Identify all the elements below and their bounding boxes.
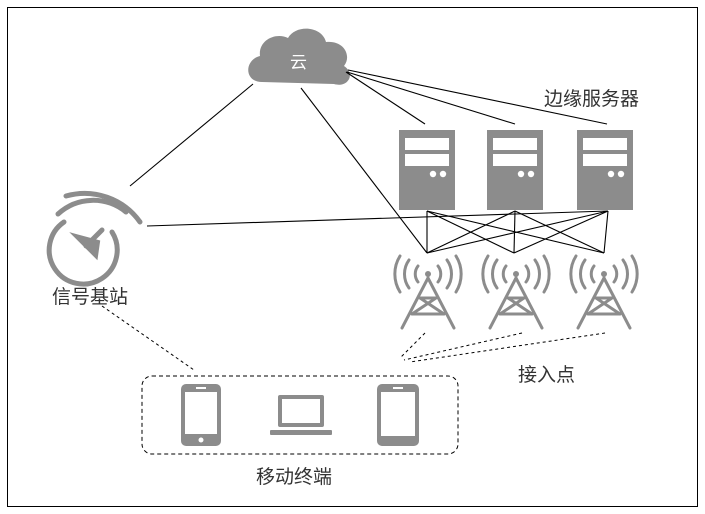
link-base-station-servers (146, 210, 609, 227)
diagram-border (7, 7, 698, 507)
link-cloud-base-station (129, 83, 254, 187)
antenna-tower-icon (569, 254, 639, 330)
server-icon (487, 130, 543, 210)
satellite-dish-icon (46, 190, 143, 287)
antenna-tower-icon (481, 254, 551, 330)
link-cloud-server-3 (347, 69, 608, 125)
cloud-label: 云 (290, 53, 307, 73)
cloud-icon (248, 28, 350, 85)
laptop-icon (270, 395, 332, 435)
mobile-terminal-label: 移动终端 (256, 466, 333, 488)
link-cloud-server-1 (345, 71, 426, 125)
connection-lines (129, 69, 609, 254)
tablet-icon (377, 384, 419, 446)
wireless-links (101, 305, 606, 371)
link-cloud-access-point-1 (300, 87, 428, 254)
antenna-tower-icon (393, 254, 463, 330)
base-station-label: 信号基站 (52, 286, 129, 308)
access-point-label: 接入点 (518, 364, 576, 386)
edge-servers-label: 边缘服务器 (544, 88, 640, 110)
mobile-terminal-group (141, 375, 459, 455)
link-cloud-server-2 (346, 71, 516, 125)
phone-icon (181, 384, 221, 446)
server-icon (399, 130, 455, 210)
server-icon (577, 130, 633, 210)
